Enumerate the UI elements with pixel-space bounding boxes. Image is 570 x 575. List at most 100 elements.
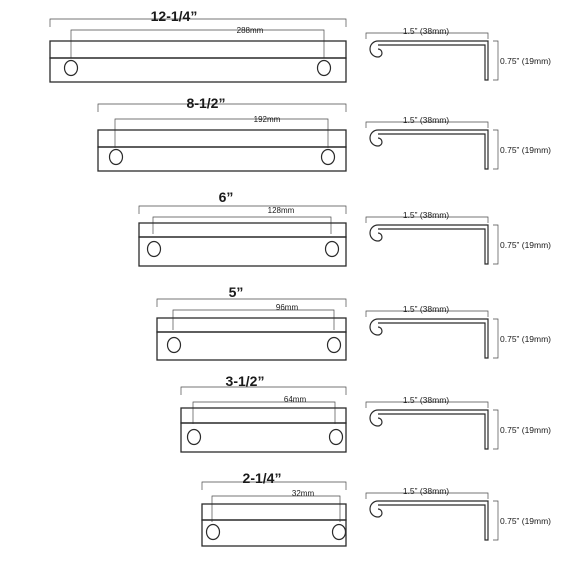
overall-length-label: 6” <box>219 189 234 205</box>
hole-spacing-label: 128mm <box>268 206 295 215</box>
projection-label: 1.5” (38mm) <box>403 210 449 220</box>
height-dimension-line <box>493 500 499 541</box>
projection-label: 1.5” (38mm) <box>403 395 449 405</box>
projection-label: 1.5” (38mm) <box>403 486 449 496</box>
handle-profile-outline <box>378 224 489 265</box>
front-view: 6” 128mm <box>138 189 347 267</box>
height-label: 0.75” (19mm) <box>500 516 551 526</box>
height-label: 0.75” (19mm) <box>500 145 551 155</box>
hole-spacing-dimension-line <box>152 216 332 234</box>
handle-bar-face <box>180 422 347 453</box>
projection-label: 1.5” (38mm) <box>403 304 449 314</box>
side-profile: 1.5” (38mm) 0.75” (19mm) <box>365 26 551 81</box>
side-profile: 1.5” (38mm) 0.75” (19mm) <box>365 115 551 170</box>
projection-label: 1.5” (38mm) <box>403 26 449 36</box>
hole-spacing-label: 64mm <box>284 395 307 404</box>
mounting-hole-left <box>186 428 202 446</box>
handle-row: 6” 128mm 1.5” (38mm) 0.75” (19mm) <box>138 189 551 267</box>
height-dimension-line <box>493 40 499 81</box>
mounting-hole-right <box>331 523 347 541</box>
overall-dimension-line <box>49 18 347 27</box>
projection-dimension-line <box>365 310 489 317</box>
handle-bar-top <box>201 503 347 521</box>
height-label: 0.75” (19mm) <box>500 425 551 435</box>
height-dimension-line <box>493 129 499 170</box>
height-dimension-line <box>493 318 499 359</box>
height-label: 0.75” (19mm) <box>500 334 551 344</box>
mounting-hole-left <box>166 336 182 354</box>
overall-length-label: 2-1/4” <box>243 470 282 486</box>
mounting-hole-right <box>326 336 342 354</box>
handle-bar-top <box>180 407 347 424</box>
projection-dimension-line <box>365 32 489 39</box>
handle-bar-face <box>156 331 347 361</box>
overall-length-label: 5” <box>229 284 244 300</box>
hole-spacing-dimension-line <box>70 29 325 58</box>
front-view: 3-1/2” 64mm <box>180 373 347 453</box>
hole-spacing-dimension-line <box>211 495 341 522</box>
handle-bar-top <box>156 317 347 333</box>
height-dimension-line <box>493 224 499 265</box>
hole-spacing-dimension-line <box>192 401 336 424</box>
projection-dimension-line <box>365 216 489 223</box>
projection-label: 1.5” (38mm) <box>403 115 449 125</box>
height-label: 0.75” (19mm) <box>500 56 551 66</box>
handle-row: 3-1/2” 64mm 1.5” (38mm) 0.75” (19mm) <box>180 373 551 453</box>
handle-bar-top <box>97 129 347 148</box>
mounting-hole-left <box>63 59 79 77</box>
hole-spacing-label: 288mm <box>237 26 264 35</box>
handle-bar-face <box>97 146 347 172</box>
hole-spacing-label: 32mm <box>292 489 315 498</box>
handle-profile-curl <box>369 318 383 336</box>
handle-profile-curl <box>369 224 383 242</box>
handle-profile-outline <box>378 129 489 170</box>
handle-profile-outline <box>378 318 489 359</box>
overall-dimension-line <box>156 298 347 307</box>
handle-row: 8-1/2” 192mm 1.5” (38mm) 0.75” (19mm) <box>97 95 551 172</box>
hole-spacing-label: 96mm <box>276 303 299 312</box>
handle-profile-outline <box>378 500 489 541</box>
mounting-hole-right <box>328 428 344 446</box>
front-view: 12-1/4” 288mm <box>49 8 347 83</box>
mounting-hole-right <box>324 240 340 258</box>
handle-row: 2-1/4” 32mm 1.5” (38mm) 0.75” (19mm) <box>201 470 551 547</box>
handle-row: 12-1/4” 288mm 1.5” (38mm) 0.75” (19mm) <box>49 8 551 83</box>
front-view: 2-1/4” 32mm <box>201 470 347 547</box>
handle-profile-curl <box>369 129 383 147</box>
overall-dimension-line <box>180 386 347 395</box>
mounting-hole-right <box>316 59 332 77</box>
handle-profile-curl <box>369 500 383 518</box>
handle-row: 5” 96mm 1.5” (38mm) 0.75” (19mm) <box>156 284 551 361</box>
side-profile: 1.5” (38mm) 0.75” (19mm) <box>365 210 551 265</box>
side-profile: 1.5” (38mm) 0.75” (19mm) <box>365 486 551 541</box>
mounting-hole-right <box>320 148 336 166</box>
overall-length-label: 8-1/2” <box>187 95 226 111</box>
hole-spacing-label: 192mm <box>254 115 281 124</box>
front-view: 8-1/2” 192mm <box>97 95 347 172</box>
front-view: 5” 96mm <box>156 284 347 361</box>
handle-profile-outline <box>378 40 489 81</box>
handle-profile-curl <box>369 409 383 427</box>
side-profile: 1.5” (38mm) 0.75” (19mm) <box>365 304 551 359</box>
handle-profile-curl <box>369 40 383 58</box>
handle-bar-top <box>49 40 347 59</box>
projection-dimension-line <box>365 401 489 408</box>
overall-length-label: 3-1/2” <box>226 373 265 389</box>
handle-bar-top <box>138 222 347 238</box>
hole-spacing-dimension-line <box>114 118 329 148</box>
overall-dimension-line <box>138 205 347 214</box>
mounting-hole-left <box>108 148 124 166</box>
side-profile: 1.5” (38mm) 0.75” (19mm) <box>365 395 551 450</box>
handle-bar-face <box>49 57 347 83</box>
height-label: 0.75” (19mm) <box>500 240 551 250</box>
mounting-hole-left <box>205 523 221 541</box>
height-dimension-line <box>493 409 499 450</box>
hole-spacing-dimension-line <box>172 309 335 330</box>
mounting-hole-left <box>146 240 162 258</box>
handle-bar-face <box>138 236 347 267</box>
overall-dimension-line <box>201 481 347 490</box>
projection-dimension-line <box>365 492 489 499</box>
handle-profile-outline <box>378 409 489 450</box>
